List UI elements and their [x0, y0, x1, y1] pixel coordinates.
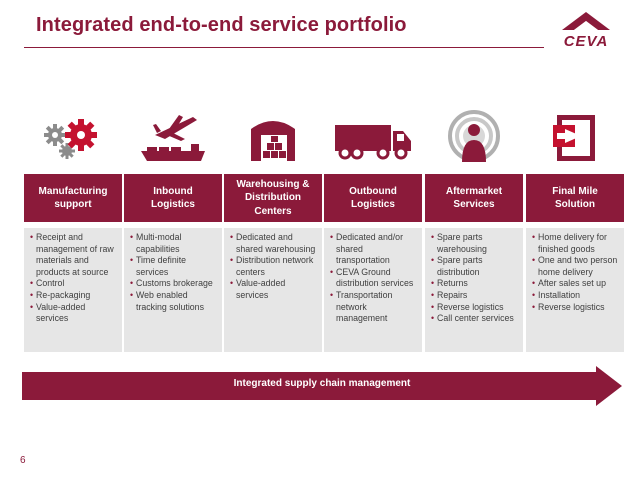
column-body: Multi-modal capabilities Time definite s…: [124, 228, 222, 352]
bullet-item: Installation: [532, 290, 620, 302]
bullet-item: Value-added services: [30, 302, 118, 325]
column-heading: Aftermarket Services: [425, 174, 523, 222]
column-heading: Warehousing & Distribution Centers: [224, 174, 322, 222]
bullet-item: Customs brokerage: [130, 278, 218, 290]
bullet-item: Spare parts warehousing: [431, 232, 519, 255]
column-heading-text: Aftermarket Services: [445, 185, 503, 211]
column-heading-text: Warehousing & Distribution Centers: [236, 178, 310, 217]
column-heading: Final Mile Solution: [526, 174, 624, 222]
column-manufacturing-support: Manufacturing support Receipt and manage…: [24, 174, 122, 352]
supply-chain-arrow: Integrated supply chain management: [22, 366, 624, 406]
bullet-item: Web enabled tracking solutions: [130, 290, 218, 313]
ceva-logo: CEVA: [562, 12, 610, 50]
bullet-item: Receipt and management of raw materials …: [30, 232, 118, 278]
column-body: Receipt and management of raw materials …: [24, 228, 122, 352]
truck-icon: [323, 108, 423, 168]
column-heading-text: Inbound Logistics: [151, 185, 195, 211]
bullet-item: Spare parts distribution: [431, 255, 519, 278]
gears-icon: [22, 108, 122, 168]
bullet-item: Distribution network centers: [230, 255, 318, 278]
bullet-item: Re-packaging: [30, 290, 118, 302]
slide-title: Integrated end-to-end service portfolio: [36, 14, 407, 36]
column-outbound-logistics: Outbound Logistics Dedicated and/or shar…: [324, 174, 422, 352]
bullet-item: Repairs: [431, 290, 519, 302]
page-number: 6: [20, 455, 26, 466]
bullet-item: After sales set up: [532, 278, 620, 290]
column-heading-text: Manufacturing support: [38, 185, 108, 211]
bullet-item: Returns: [431, 278, 519, 290]
icons-row: [0, 108, 638, 168]
bullet-item: Reverse logistics: [532, 302, 620, 314]
bullet-item: Control: [30, 278, 118, 290]
column-heading: Manufacturing support: [24, 174, 122, 222]
bullet-item: Value-added services: [230, 278, 318, 301]
column-heading-text: Final Mile Solution: [552, 185, 598, 211]
bullet-item: CEVA Ground distribution services: [330, 267, 418, 290]
bullet-item: Reverse logistics: [431, 302, 519, 314]
column-body: Dedicated and/or shared transportation C…: [324, 228, 422, 352]
supply-chain-label: Integrated supply chain management: [233, 378, 411, 389]
column-inbound-logistics: Inbound Logistics Multi-modal capabiliti…: [124, 174, 222, 352]
bullet-item: Home delivery for finished goods: [532, 232, 620, 255]
bullet-item: Dedicated and shared warehousing: [230, 232, 318, 255]
column-aftermarket-services: Aftermarket Services Spare parts warehou…: [425, 174, 523, 352]
service-columns: Manufacturing support Receipt and manage…: [0, 174, 638, 364]
bullet-item: Dedicated and/or shared transportation: [330, 232, 418, 267]
signal-person-icon: [424, 108, 524, 168]
column-body: Dedicated and shared warehousing Distrib…: [224, 228, 322, 352]
title-divider: [24, 47, 544, 48]
column-final-mile-solution: Final Mile Solution Home delivery for fi…: [526, 174, 624, 352]
column-warehousing-distribution: Warehousing & Distribution Centers Dedic…: [224, 174, 322, 352]
bullet-item: Multi-modal capabilities: [130, 232, 218, 255]
column-heading-text: Outbound Logistics: [349, 185, 397, 211]
bullet-item: Call center services: [431, 313, 519, 325]
door-arrow-icon: [525, 108, 625, 168]
plane-ship-icon: [123, 108, 223, 168]
column-body: Spare parts warehousing Spare parts dist…: [425, 228, 523, 352]
bullet-item: One and two person home delivery: [532, 255, 620, 278]
column-body: Home delivery for finished goods One and…: [526, 228, 624, 352]
column-heading: Inbound Logistics: [124, 174, 222, 222]
bullet-item: Time definite services: [130, 255, 218, 278]
logo-text: CEVA: [564, 33, 609, 50]
column-heading: Outbound Logistics: [324, 174, 422, 222]
warehouse-icon: [223, 108, 323, 168]
bullet-item: Transportation network management: [330, 290, 418, 325]
